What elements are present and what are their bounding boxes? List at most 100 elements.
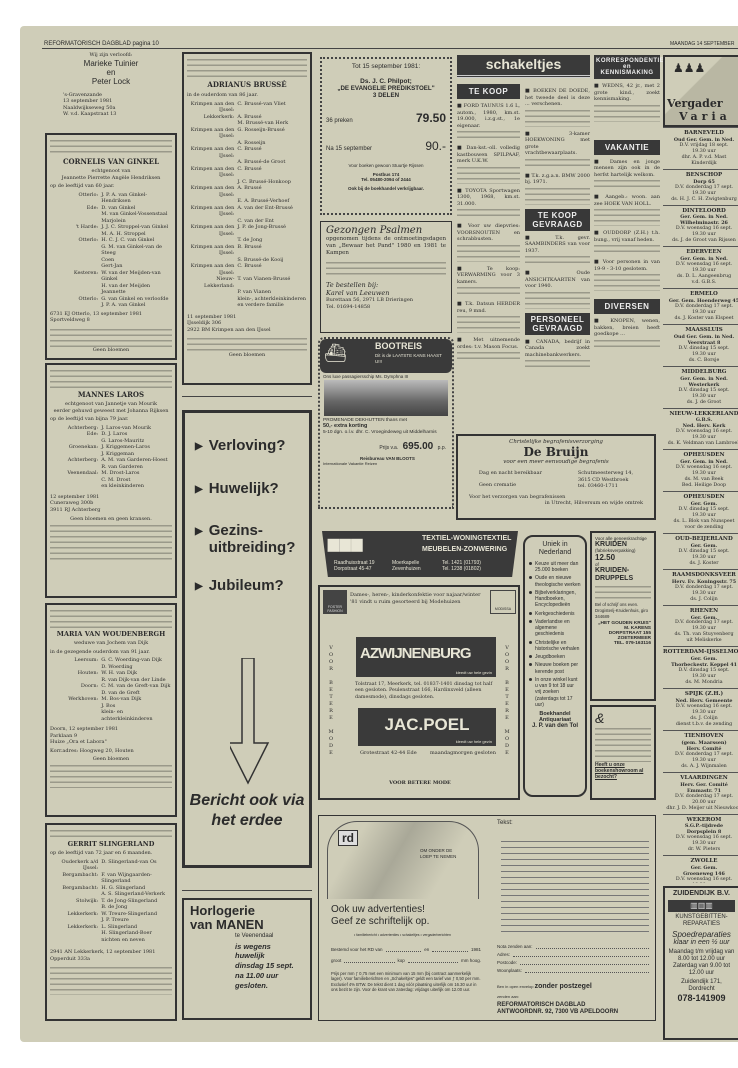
section-korrespondentie: KORRESPONDENTIE en KENNISMAKING [594, 55, 664, 79]
date-field[interactable] [432, 947, 468, 952]
postcode-field[interactable] [520, 960, 649, 965]
family-member: A. Brussé-de Groot [237, 159, 286, 165]
family-member: H. Slingerland-Boer [101, 930, 152, 936]
family-place: Krimpen aan den IJssel: [190, 224, 235, 237]
family-place: Leersum: [74, 657, 99, 663]
family-place: Krimpen aan den IJssel: [190, 243, 235, 257]
title: Gezongen Psalmen [326, 225, 423, 236]
family-member: Marjolein [101, 217, 126, 224]
age: in de gezegende ouderdom van 91 jaar. [50, 648, 150, 655]
trip: 5-10 dgn. o.l.v. dhr. C. Vroegindeweg ui… [323, 430, 437, 435]
family-member: J. C. Brussé-Honkoop [237, 178, 291, 185]
meeting-place: MAASSLUIS [685, 327, 723, 334]
text-block [50, 608, 172, 628]
meeting-detail: Ger. Gem. [690, 656, 718, 663]
tagline: Christelijke begrafenisverzorging [509, 439, 603, 445]
zuidendijk-ad: ZUIDENDIJK B.V. ▥▥▥ KUNSTGEBITTEN-REPARA… [663, 886, 738, 1040]
place-date: 6731 EJ Otterlo, 13 september 1981 [50, 310, 143, 317]
order-label: Te bestellen bij: [326, 281, 379, 290]
family-member: M. Drost-Laros [101, 470, 140, 476]
family-place: Lekkerkerk: [67, 910, 99, 917]
bootreis-ad: ⛴ BOOTREIS Dit is de LAATSTE KANS HAAST … [318, 337, 454, 509]
size-field[interactable] [344, 958, 395, 963]
intro: Wij zijn verloofd: [89, 52, 133, 58]
family-row: Leersum:G. C. Woerding-van Dijk [50, 657, 172, 664]
family-row: Krimpen aan den IJssel:A. Brussé [187, 185, 307, 198]
meeting-detail: D.V. woensdag 16 sept. [675, 429, 733, 435]
text-block [595, 726, 651, 762]
family-row: Lekkerkerk:A. Brussé [187, 114, 307, 121]
city: ZOETERMEER [617, 636, 651, 642]
section-vakantie: VAKANTIE [594, 139, 660, 155]
family-row: Krimpen aan den IJssel:J. P. de Jong-Bru… [187, 224, 307, 237]
list-item: Nieuwe boeken per kerende post [529, 662, 581, 675]
meeting-detail: Thorbeckestr. Keppel 41 [671, 662, 737, 669]
company-name: De Bruijn [523, 445, 589, 459]
family-row: R. van Dijk-van der Linde [50, 677, 172, 684]
family-row: M. van Ginkel-Vossenstaal [50, 211, 172, 218]
meeting-detail: 19.30 uur [692, 757, 716, 763]
date-field[interactable] [385, 947, 422, 952]
meeting-detail: Groeneweg 146 [683, 871, 725, 878]
address: Cuneraweg 300b [50, 500, 94, 506]
classifieds-column-2: ■ BOEKEN DE DOEDE, het tweede deel is de… [525, 84, 590, 370]
text-block [525, 156, 590, 169]
family-member: D. van Ginkel [101, 204, 136, 211]
field-label: Adres: [497, 952, 511, 957]
classified-ad: ■ Voor personen in van 19-9 - 3-10 geslo… [594, 259, 660, 272]
meeting-detail: D.V. donderdag 17 sept. [674, 584, 734, 590]
family-place [50, 709, 101, 722]
place: te Veenendaal [235, 932, 274, 939]
text-block [525, 289, 590, 309]
classified-ad: ■ Voor uw diepvries: VOORSNOUTEN en schr… [457, 223, 520, 243]
meeting-place: ZWOLLE [690, 858, 718, 865]
family-member: G. van Ginkel en verloofde [101, 295, 169, 302]
classified-ad: ■ 3-kamer HOEKWONING met grote vrachtbew… [525, 131, 590, 157]
company-name: ZUIDENDIJK B.V. [673, 890, 730, 897]
classified-ad: ■ Te koop: VERWARMING voor 3 kamers. [457, 266, 520, 286]
bullet-icon: ■ [525, 130, 570, 137]
philpot-book-ad: Tot 15 september 1981: Ds. J. C. Philpot… [320, 57, 452, 215]
family-row: Werkhoven:M. Bos-van Dijk [50, 696, 172, 703]
height-field[interactable] [407, 958, 458, 963]
woonplaats-field[interactable] [524, 968, 649, 973]
seller-name: Karel van Leeuwen [326, 289, 390, 298]
family-row: M. Brussé-van Herk [187, 120, 307, 127]
categories: • familiebericht • advertenties • schake… [354, 933, 451, 937]
family-place: Otterlo: [78, 295, 99, 302]
price: 90.- [425, 139, 446, 153]
meeting-place: RAAMSDONKSVEER [672, 571, 736, 578]
family-member: J. J. C. Stroppel-van Ginkel [101, 224, 169, 230]
text-field[interactable] [501, 836, 649, 934]
shop-name: van MANEN [190, 917, 264, 933]
recipient: REFORMATORISCH DAGBLAD [497, 1002, 586, 1008]
rd-logo: rd [338, 830, 358, 846]
adres-field[interactable] [513, 952, 649, 957]
nota-field[interactable] [535, 944, 649, 949]
family-place: Krimpen aan den IJssel: [190, 263, 235, 276]
ship-photo [324, 380, 448, 416]
family-place: Krimpen aan den IJssel: [190, 100, 235, 114]
family-row: Krimpen aan den IJssel:G. Rosseijn-Bruss… [187, 127, 307, 140]
family-member: G. Laros-Mauritz [101, 437, 145, 444]
family-member: S. Brussé-de Kooij [237, 256, 284, 263]
name: Peter Lock [91, 76, 131, 86]
meeting-detail: D.V. dinsdag 15 sept. [678, 548, 730, 554]
meeting-detail: 19.30 uur [692, 268, 716, 274]
text-block [457, 164, 520, 184]
meeting-detail: D.V. vrijdag 18 sept. [679, 142, 729, 148]
text-block [594, 207, 660, 226]
headline: Geef ze schriftelijk op. [331, 916, 430, 927]
logo-text: Varia [679, 110, 731, 123]
bullet-icon: ■ [457, 103, 464, 109]
psalmen-ad: Gezongen Psalmen opgenomen tijdens de on… [320, 221, 452, 333]
meeting-detail: Westerkerk [688, 381, 720, 388]
bullet-icon: ■ [457, 223, 469, 229]
family-row: Houten:W. H. van Dijk [50, 670, 172, 677]
classified-ad: ■ FORD TAUNUS 1.6 L, autom., 1980, km.st… [457, 103, 520, 129]
family-member: klein- en achterkleinkinderen [101, 709, 153, 722]
text: zenden aan: [497, 994, 520, 999]
